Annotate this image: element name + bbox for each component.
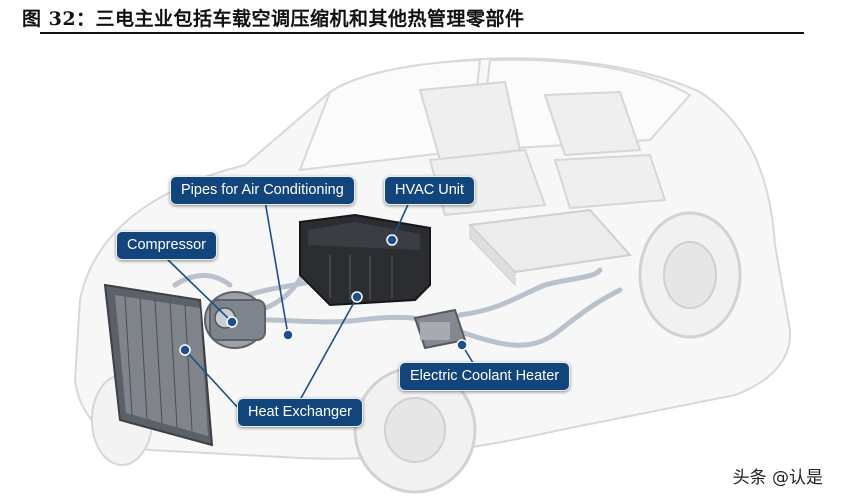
coolant-heater <box>413 308 467 350</box>
battery-pack <box>467 208 632 287</box>
callout-heater: Electric Coolant Heater <box>399 362 571 391</box>
heat-exchanger <box>103 283 214 447</box>
hvac-unit <box>299 213 431 307</box>
watermark: 头条 @认是 <box>732 468 823 488</box>
marker-dots <box>179 234 468 356</box>
callout-pipes: Pipes for Air Conditioning <box>170 176 355 205</box>
figure-title: 图 32：三电主业包括车载空调压缩机和其他热管理零部件 <box>22 8 525 30</box>
front-wheel <box>353 366 477 494</box>
callout-compressor: Compressor <box>116 231 217 260</box>
title-rule <box>40 32 804 34</box>
callout-hvac: HVAC Unit <box>384 176 476 205</box>
rear-wheel <box>638 211 742 339</box>
leader-lines <box>164 199 481 411</box>
callout-exchanger: Heat Exchanger <box>237 398 363 427</box>
compressor <box>204 291 266 349</box>
